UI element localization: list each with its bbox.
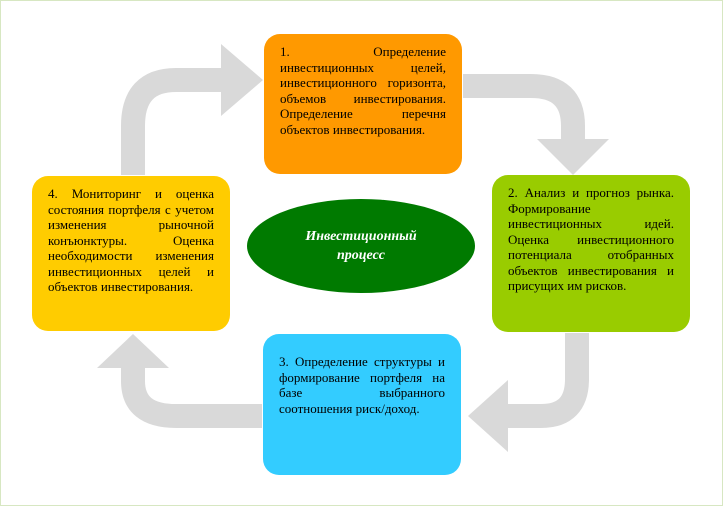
- center-label: Инвестиционный процесс: [305, 229, 417, 263]
- step-1-box: 1. Определение инвестиционных целей, инв…: [264, 34, 462, 174]
- step-3-box: 3. Определение структуры и формирование …: [263, 334, 461, 475]
- arrow-step3-to-step4: [121, 366, 262, 428]
- arrow-step1-to-step2: [463, 74, 585, 141]
- step-4-text: 4. Мониторинг и оценка состояния портфел…: [48, 186, 214, 294]
- step-1-text: 1. Определение инвестиционных целей, инв…: [280, 44, 446, 137]
- arrow-step4-to-step1: [121, 68, 223, 175]
- arrow-head-step3-to-step4: [97, 334, 169, 368]
- step-2-box: 2. Анализ и прогноз рынка. Формирование …: [492, 175, 690, 332]
- step-3-text: 3. Определение структуры и формирование …: [279, 354, 445, 416]
- arrow-head-step2-to-step3: [468, 380, 508, 452]
- step-2-text: 2. Анализ и прогноз рынка. Формирование …: [508, 185, 674, 293]
- center-ellipse: Инвестиционный процесс: [247, 199, 475, 293]
- arrow-step2-to-step3: [506, 333, 589, 428]
- arrow-head-step4-to-step1: [221, 44, 263, 116]
- arrow-head-step1-to-step2: [537, 139, 609, 175]
- step-4-box: 4. Мониторинг и оценка состояния портфел…: [32, 176, 230, 331]
